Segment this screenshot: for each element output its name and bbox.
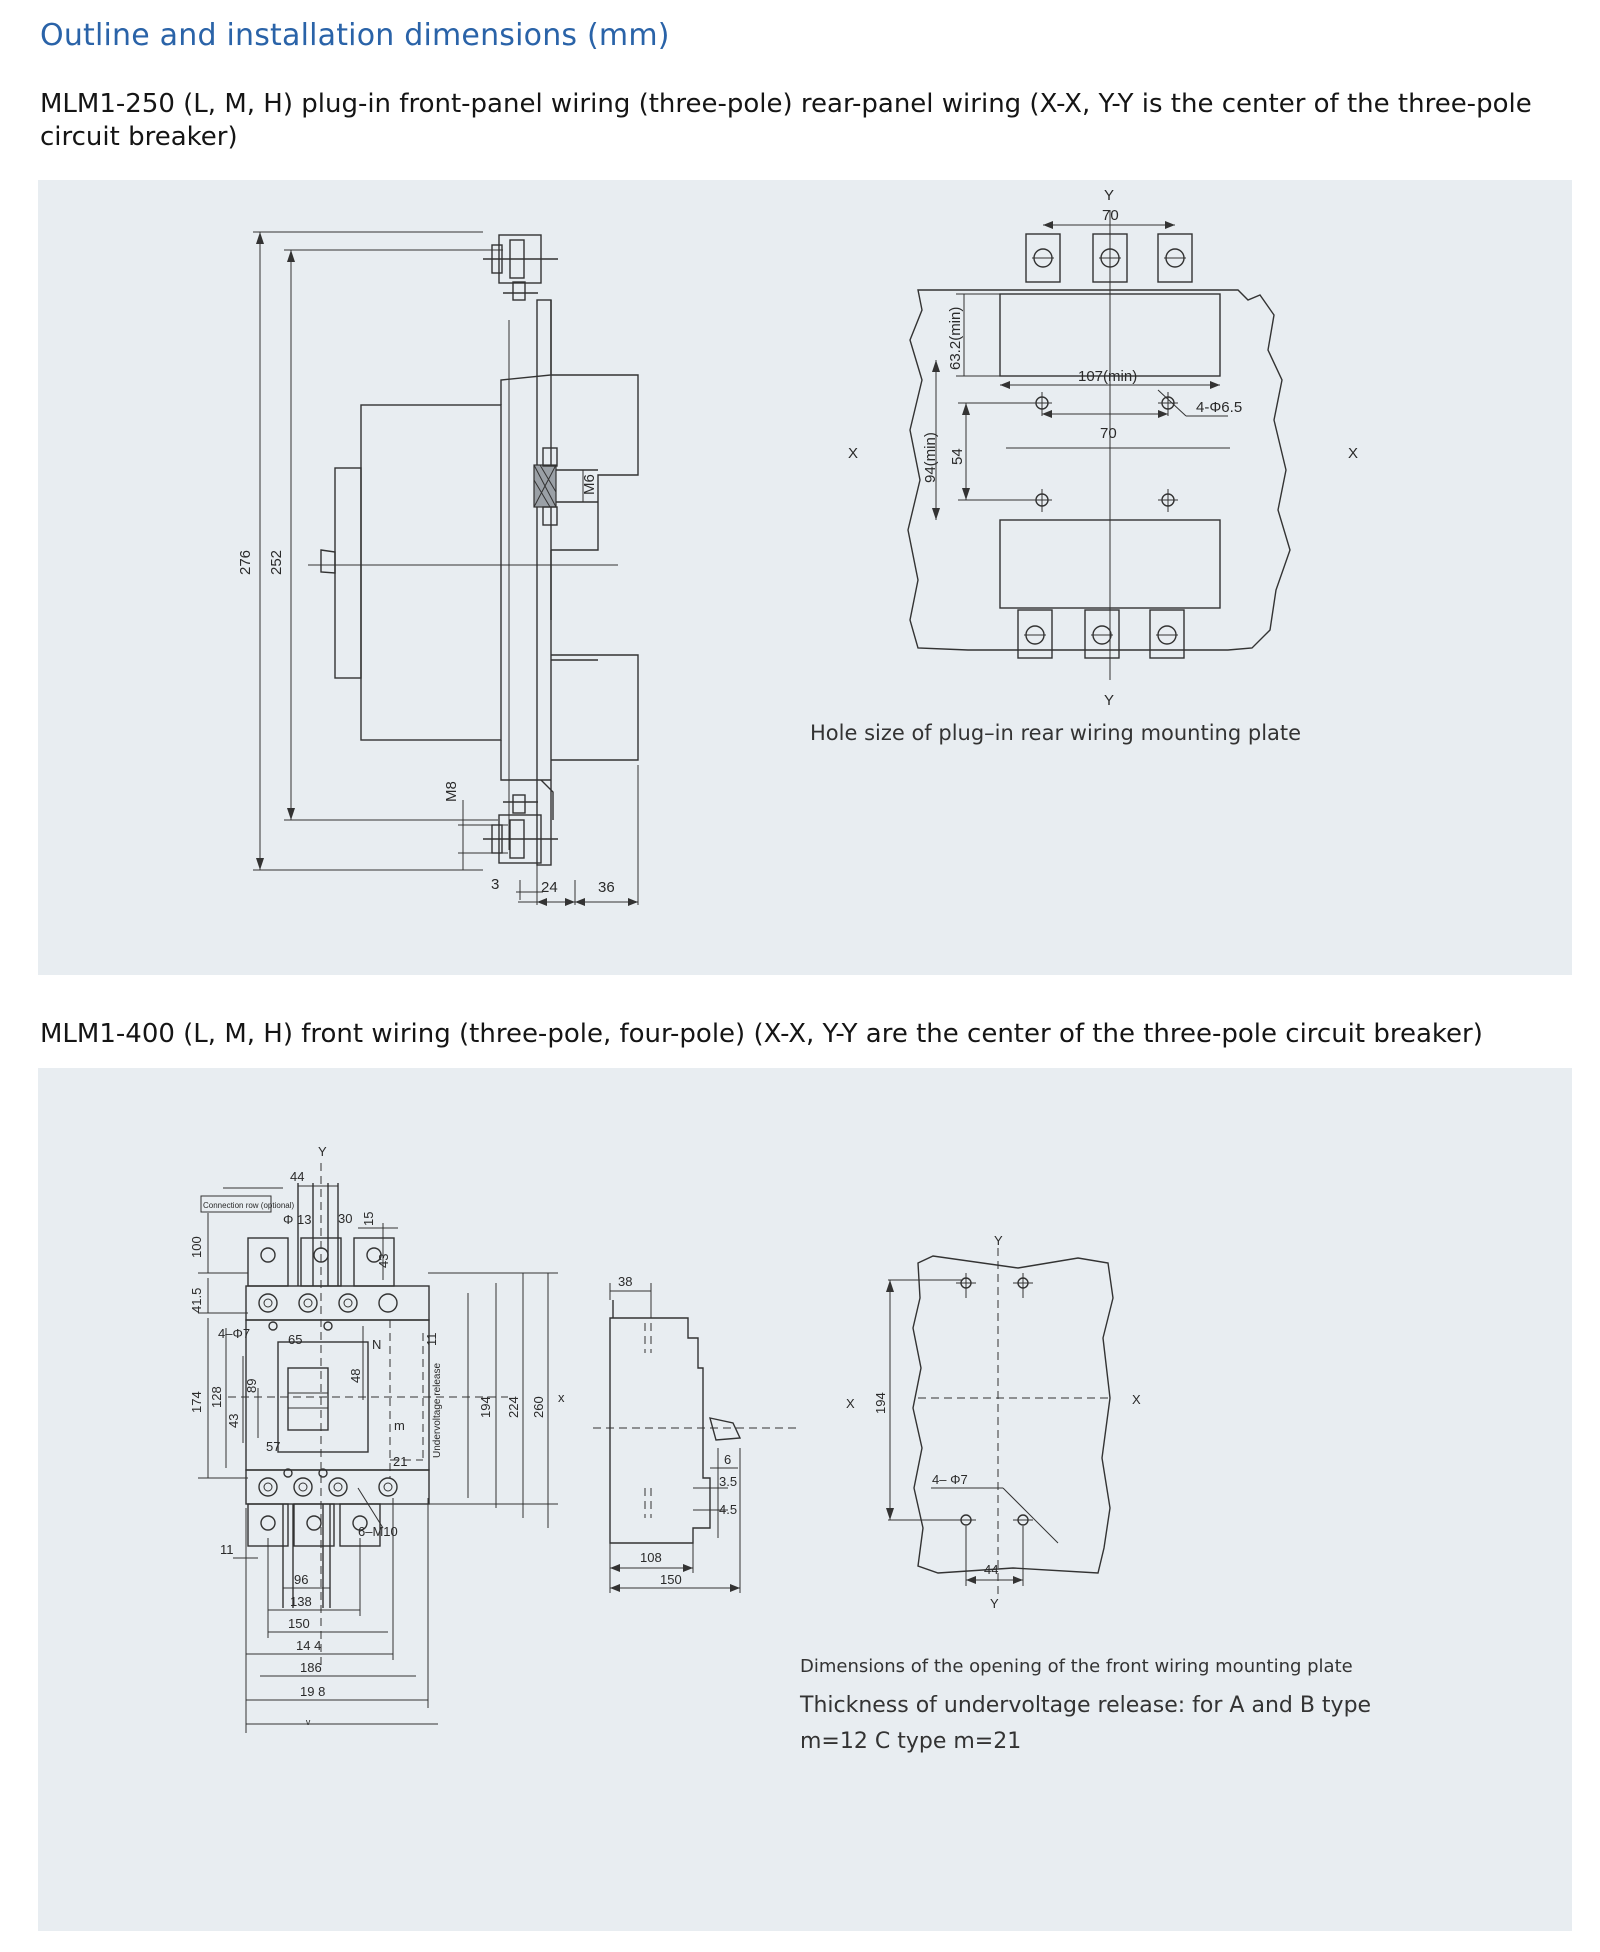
dim-m6: M6 — [581, 474, 598, 495]
dim-138: 138 — [290, 1594, 312, 1609]
dim-252: 252 — [268, 550, 285, 575]
dim-186: 186 — [300, 1660, 322, 1675]
mlm1-250-side-view: 276 252 M6 M8 3 24 36 — [237, 231, 639, 906]
undervoltage-note-line2: m=12 C type m=21 — [800, 1729, 1021, 1754]
axis-y-top: Y — [1104, 187, 1114, 204]
dim-144: 14 4 — [296, 1638, 321, 1653]
plate-axis-y-bottom: Y — [990, 1596, 999, 1611]
mlm1-250-drawing: 276 252 M6 M8 3 24 36 — [237, 187, 1358, 906]
dim-15: 15 — [361, 1212, 376, 1226]
dim-70-top: 70 — [1102, 207, 1119, 224]
dim-4-5: 4.5 — [719, 1502, 737, 1517]
dim-198: 19 8 — [300, 1684, 325, 1699]
undervoltage-note-line1: Thickness of undervoltage release: for A… — [799, 1693, 1371, 1718]
dim-11: 11 — [220, 1542, 234, 1557]
dim-150-side: 150 — [660, 1572, 682, 1587]
dim-89: 89 — [244, 1379, 259, 1393]
dim-4-holes: 4-Φ6.5 — [1196, 399, 1242, 416]
dim-276: 276 — [237, 550, 254, 575]
dim-21: 21 — [393, 1454, 407, 1469]
axis-x-left: X — [848, 445, 858, 462]
mlm1-400-plate-view: Y Y X X 194 4– Φ7 44 Dimensions of the o… — [799, 1233, 1371, 1754]
plate-axis-x-left: X — [846, 1396, 855, 1411]
dim-107-min: 107(min) — [1078, 368, 1137, 385]
dim-48: 48 — [348, 1369, 363, 1383]
axis-x-right: X — [1348, 445, 1358, 462]
dim-63-2-min: 63.2(min) — [947, 307, 964, 370]
dim-3: 3 — [491, 876, 499, 893]
label-n: N — [372, 1337, 381, 1352]
axis-y: Y — [318, 1144, 327, 1159]
dim-3-5: 3.5 — [719, 1474, 737, 1489]
dim-m8: M8 — [443, 781, 460, 802]
dim-100: 100 — [189, 1236, 204, 1258]
dim-128: 128 — [209, 1386, 224, 1408]
plate-axis-x-right: X — [1132, 1392, 1141, 1407]
mlm1-400-side-view: 38 6 3.5 4.5 108 150 — [593, 1274, 798, 1593]
mlm1-400-drawing: Y x Connection row (optional) 44 Φ 13 30… — [189, 1144, 1371, 1754]
dim-41-5: 41.5 — [189, 1288, 204, 1313]
dim-224: 224 — [506, 1396, 521, 1418]
dim-38: 38 — [618, 1274, 632, 1289]
undervoltage-label: Undervoltage release — [432, 1363, 443, 1458]
dim-260: 260 — [531, 1396, 546, 1418]
dim-30: 30 — [338, 1211, 352, 1226]
dim-94-min: 94(min) — [922, 432, 939, 483]
plate-dim-44: 44 — [984, 1562, 998, 1577]
dim-54: 54 — [949, 448, 966, 465]
connection-row-label: Connection row (optional) — [203, 1201, 294, 1210]
axis-x: x — [558, 1390, 565, 1405]
diagram-panel-mlm1-250: 276 252 M6 M8 3 24 36 — [38, 180, 1572, 975]
dim-24: 24 — [541, 879, 558, 896]
dim-43: 43 — [226, 1414, 241, 1428]
dim-43-top: 43 — [376, 1254, 391, 1268]
plate-caption-400: Dimensions of the opening of the front w… — [800, 1656, 1353, 1677]
mlm1-400-front-view: Y x Connection row (optional) 44 Φ 13 30… — [189, 1144, 565, 1733]
dim-36: 36 — [598, 879, 615, 896]
dim-6-m10: 6–M10 — [358, 1524, 398, 1539]
label-m: m — [394, 1418, 405, 1433]
section1-caption: MLM1-250 (L, M, H) plug-in front-panel w… — [40, 89, 1532, 152]
plate-axis-y-top: Y — [994, 1233, 1003, 1248]
section2-caption: MLM1-400 (L, M, H) front wiring (three-p… — [40, 1019, 1483, 1049]
dim-70-mid: 70 — [1100, 425, 1117, 442]
axis-y-bottom: Y — [1104, 692, 1114, 709]
mlm1-250-plate-view: Y Y X X 70 63.2(min) 107(min) 70 4-Φ6.5 … — [810, 187, 1358, 745]
dim-11-right: 11 — [424, 1333, 439, 1347]
dim-96: 96 — [294, 1572, 308, 1587]
dim-108: 108 — [640, 1550, 662, 1565]
dim-44: 44 — [290, 1169, 304, 1184]
dim-6: 6 — [724, 1452, 731, 1467]
plate-dim-4-phi7: 4– Φ7 — [932, 1472, 968, 1487]
dim-65: 65 — [288, 1332, 302, 1347]
dim-phi13: Φ 13 — [283, 1212, 311, 1227]
bottom-mark: ᵛ — [305, 1716, 311, 1731]
dim-150: 150 — [288, 1616, 310, 1631]
page-title: Outline and installation dimensions (mm) — [40, 18, 670, 53]
plate-dim-194: 194 — [873, 1392, 888, 1414]
dim-57: 57 — [266, 1439, 280, 1454]
plate-caption: Hole size of plug–in rear wiring mountin… — [810, 721, 1301, 745]
dim-4-phi7: 4–Φ7 — [218, 1326, 250, 1341]
diagram-panel-mlm1-400: Y x Connection row (optional) 44 Φ 13 30… — [38, 1068, 1572, 1931]
dim-194: 194 — [478, 1396, 493, 1418]
dim-174: 174 — [189, 1391, 204, 1413]
